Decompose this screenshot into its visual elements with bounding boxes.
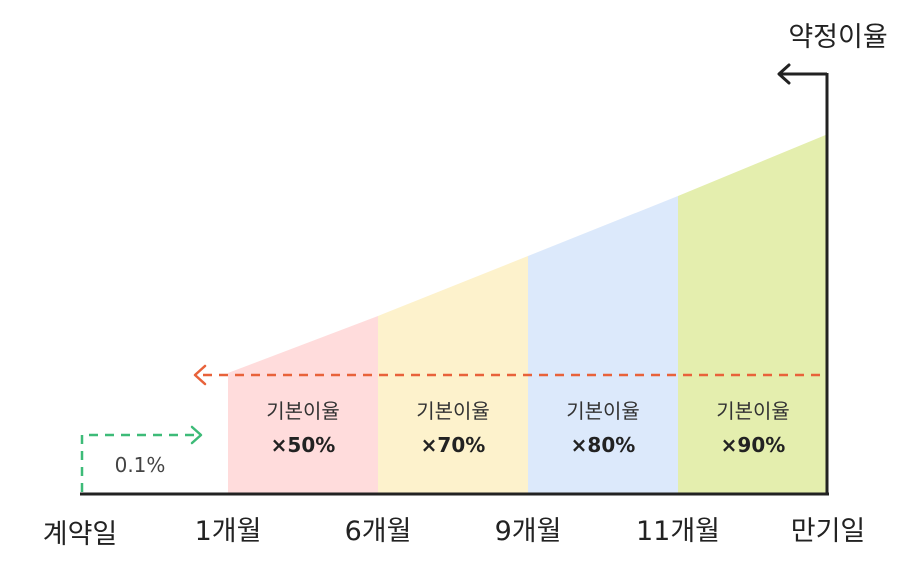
x-label-contract-date: 계약일 bbox=[43, 519, 118, 550]
segment-3-multiplier: ×80% bbox=[571, 433, 636, 457]
segment-2-label: 기본이율 bbox=[416, 399, 490, 423]
segment-3-area bbox=[528, 196, 678, 494]
segment-4-label: 기본이율 bbox=[716, 399, 790, 423]
x-label-6-months: 6개월 bbox=[345, 516, 412, 547]
x-label-11-months: 11개월 bbox=[636, 516, 720, 547]
basic-rate-arrowhead bbox=[193, 364, 207, 386]
initial-rate-dashed-line bbox=[80, 433, 198, 492]
x-label-9-months: 9개월 bbox=[495, 516, 562, 547]
initial-rate-arrowhead bbox=[190, 425, 203, 445]
y-axis-arrowhead bbox=[777, 63, 791, 85]
segment-2-area bbox=[378, 256, 528, 494]
segment-1-label: 기본이율 bbox=[266, 399, 340, 423]
segment-2-multiplier: ×70% bbox=[421, 433, 486, 457]
segment-1-area bbox=[228, 316, 378, 494]
x-label-1-month: 1개월 bbox=[195, 516, 262, 547]
segment-1-multiplier: ×50% bbox=[271, 433, 336, 457]
segment-4-area bbox=[678, 134, 828, 494]
segment-3-label: 기본이율 bbox=[566, 399, 640, 423]
initial-rate-label: 0.1% bbox=[115, 453, 166, 477]
x-label-maturity-date: 만기일 bbox=[791, 516, 866, 547]
segment-4-multiplier: ×90% bbox=[721, 433, 786, 457]
y-axis-title: 약정이율 bbox=[788, 22, 887, 53]
